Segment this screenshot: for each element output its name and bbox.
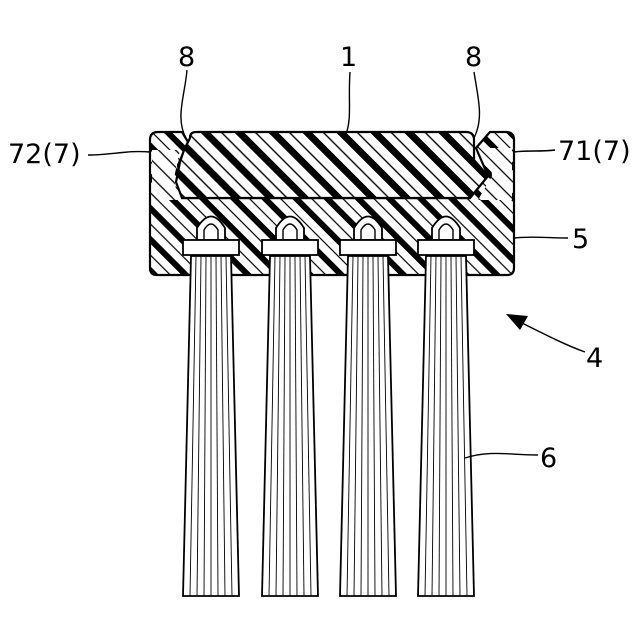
bristle-tuft-2 — [262, 217, 318, 597]
leader-slit-right — [474, 72, 479, 138]
tuft-ferrule-1 — [183, 240, 239, 255]
cover-member — [176, 132, 488, 198]
leader-cover — [346, 72, 350, 134]
tuft-ferrule-3 — [340, 240, 396, 255]
label-slit-right: 8 — [465, 42, 482, 73]
leader-lip-left — [88, 152, 150, 155]
label-bristles: 6 — [540, 443, 557, 474]
bristle-tuft-1 — [183, 217, 239, 597]
brush-unit-arrowhead — [506, 314, 528, 330]
label-lip-right: 71(7) — [558, 136, 631, 167]
label-lip-left: 72(7) — [8, 139, 81, 170]
tuft-ferrule-2 — [262, 240, 318, 255]
label-holder: 5 — [572, 224, 589, 255]
label-slit-left: 8 — [178, 42, 195, 73]
tuft-ferrule-4 — [418, 240, 474, 255]
leader-holder — [514, 237, 568, 238]
label-brush-unit: 4 — [586, 343, 603, 374]
leader-bristles — [465, 453, 538, 458]
leader-lip-right — [514, 150, 555, 152]
label-cover-member: 1 — [340, 42, 357, 73]
bristle-tuft-4 — [418, 217, 474, 597]
leader-slit-left — [181, 70, 187, 138]
bristle-tuft-3 — [340, 217, 396, 597]
